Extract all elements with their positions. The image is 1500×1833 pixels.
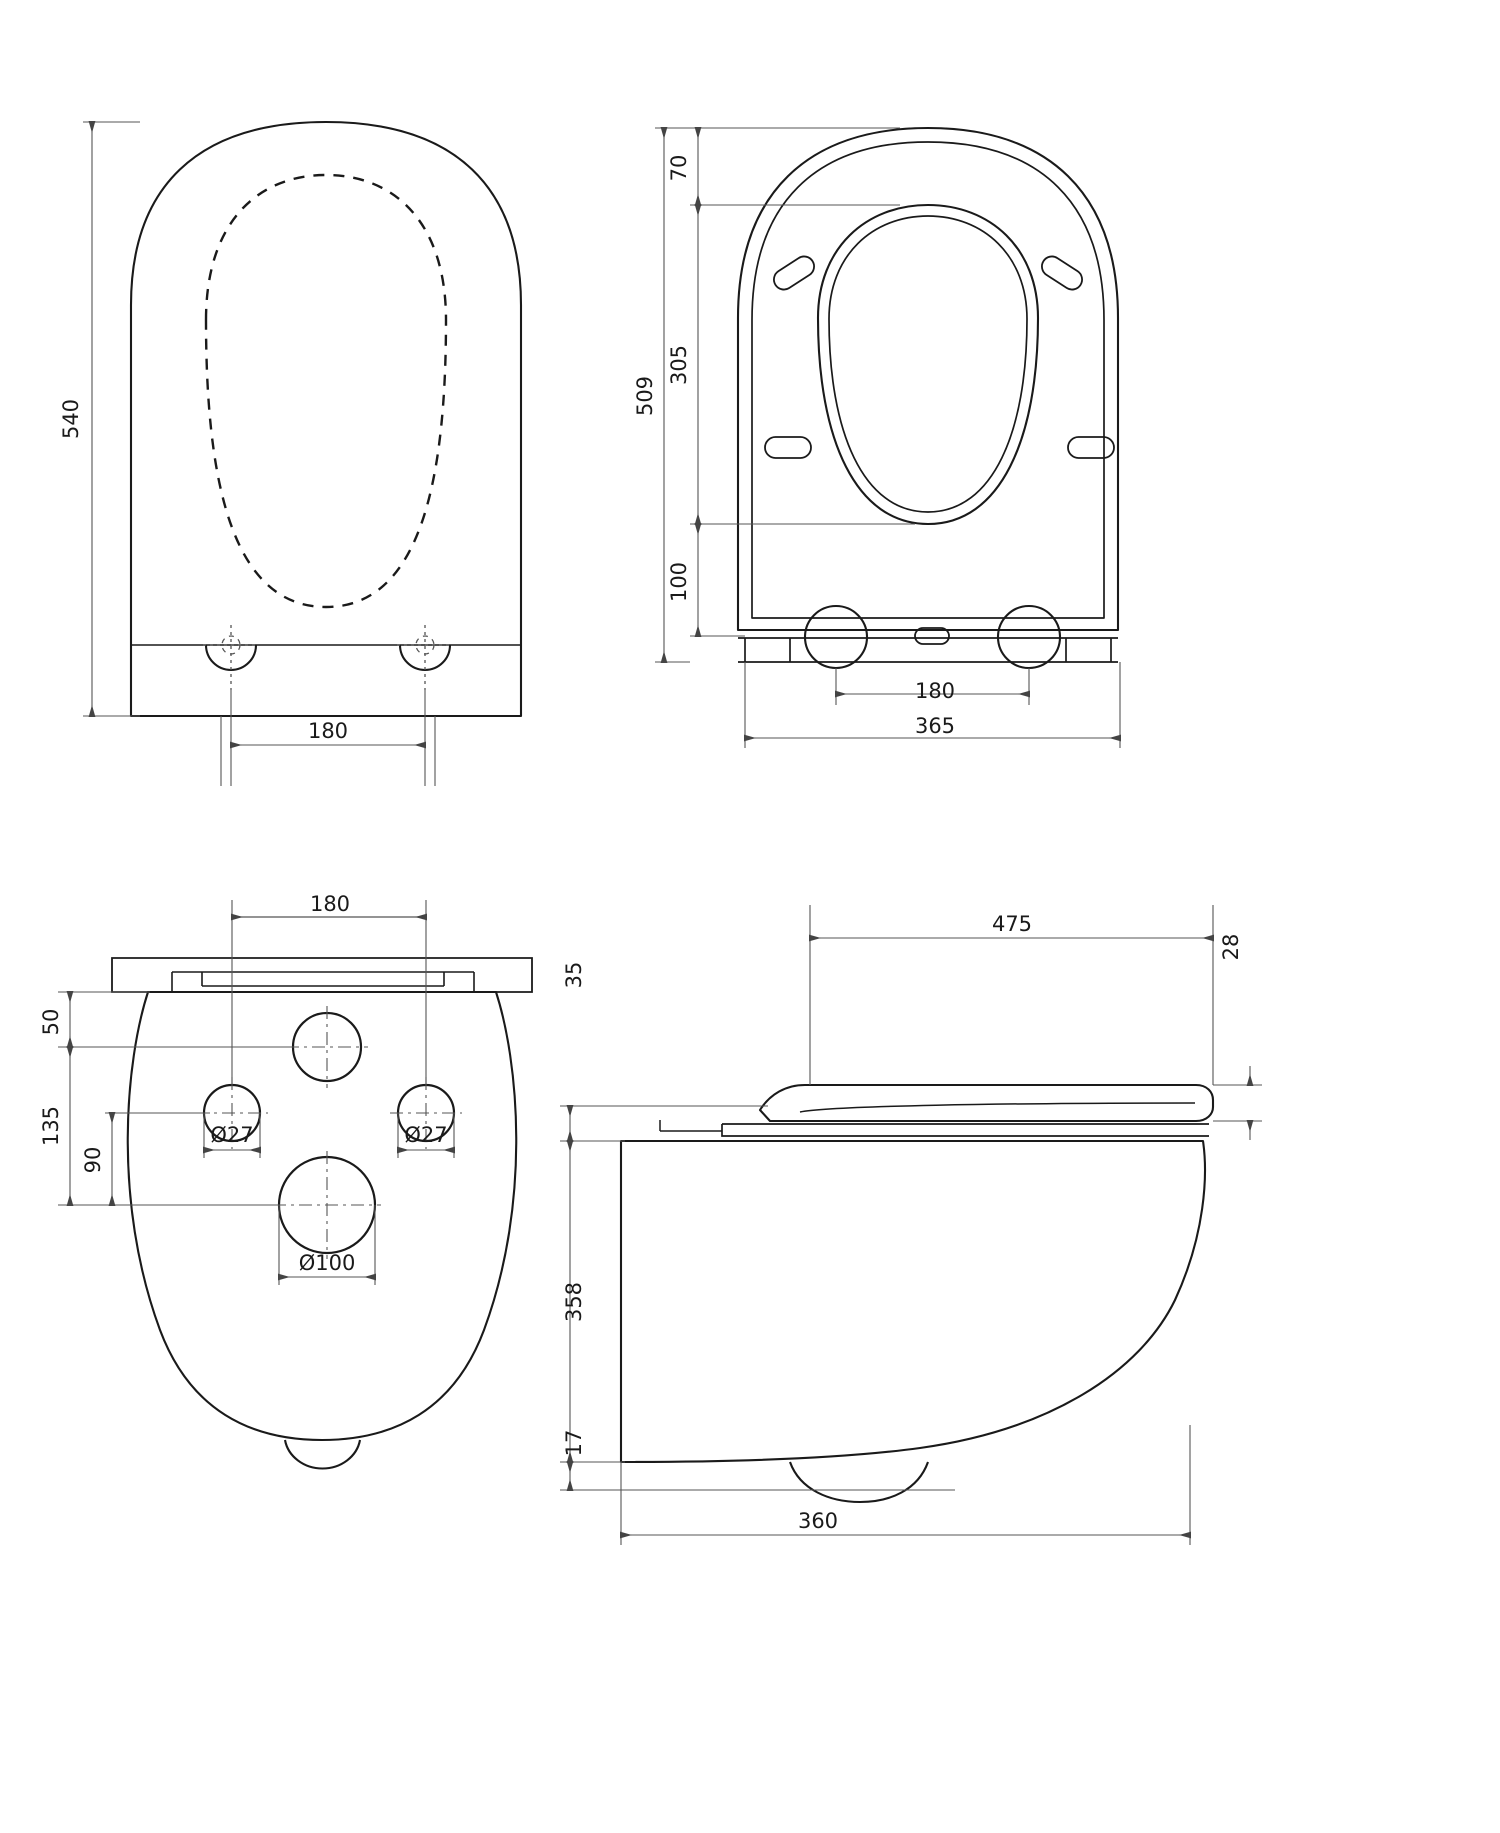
dim-509 (655, 127, 690, 663)
dim-17 (560, 1461, 955, 1491)
dim-label-358: 358 (562, 1282, 586, 1322)
dim-135 (58, 1046, 280, 1206)
dim-360 (620, 1425, 1191, 1545)
dim-label-100-vertical: 100 (667, 562, 691, 602)
dim-180-ring (835, 668, 1030, 705)
dim-90 (105, 1112, 210, 1206)
dim-label-180-seat: 180 (308, 719, 348, 743)
bumper-slot-bottom-left (764, 436, 812, 459)
dim-180-seat (230, 690, 426, 786)
pan-body-outline (126, 990, 518, 1442)
dim-28 (1213, 1066, 1262, 1140)
dim-label-360: 360 (798, 1509, 838, 1533)
centre-marks-front (196, 1006, 462, 1259)
seat-edge-band (111, 957, 533, 993)
seat-ring-side-left (721, 1124, 780, 1137)
dim-label-90: 90 (81, 1147, 105, 1174)
dim-475 (809, 905, 1214, 1085)
view-seat-plan-skirt (220, 716, 436, 786)
dim-label-180-bolts: 180 (310, 892, 350, 916)
dim-label-135: 135 (39, 1106, 63, 1146)
view-side-elevation (619, 1083, 1215, 1504)
seat-lid-inner-line (799, 1102, 1196, 1113)
bumper-slot-bottom-right (1067, 436, 1115, 459)
dim-label-365: 365 (915, 714, 955, 738)
hinge-centre-marks-left (203, 625, 259, 690)
dim-365 (744, 662, 1121, 748)
dim-label-28: 28 (1219, 934, 1243, 961)
seat-lid-side (758, 1083, 1215, 1123)
dim-540 (83, 121, 140, 717)
pan-side-bottom-boss (789, 1461, 929, 1504)
hinge-centre-marks-right (397, 625, 453, 690)
view-seat-ring (736, 126, 1120, 670)
dim-label-180-ring: 180 (915, 679, 955, 703)
seat-ring-outer-inner (751, 141, 1105, 619)
dim-label-540: 540 (59, 399, 83, 439)
view-seat-plan (129, 120, 523, 718)
dim-305 (690, 204, 915, 525)
seat-opening-inner (828, 215, 1028, 513)
dim-label-70: 70 (667, 155, 691, 182)
dim-label-dia100: Ø100 (299, 1251, 356, 1275)
dim-label-50: 50 (39, 1009, 63, 1036)
dim-100-vertical (690, 523, 745, 637)
dim-label-dia27-right: Ø27 (404, 1123, 447, 1147)
dim-180-bolts (231, 900, 427, 1085)
bumper-slot-top-left (773, 255, 815, 291)
dim-label-dia27-left: Ø27 (210, 1123, 253, 1147)
seat-hinge-bar (738, 629, 1118, 663)
dim-70 (673, 127, 900, 206)
pan-bottom-boss (283, 1439, 362, 1470)
seat-centre-stop (914, 627, 950, 645)
seat-opening-outer (816, 203, 1040, 526)
dim-label-17: 17 (562, 1430, 586, 1457)
seat-opening-dashed (204, 173, 448, 609)
dim-dia27-right (397, 1113, 455, 1158)
pan-body-side-outline (619, 1139, 1206, 1464)
seat-ring-outer (736, 126, 1120, 632)
dim-label-475: 475 (992, 912, 1032, 936)
dim-label-305: 305 (667, 345, 691, 385)
seat-bumper-slots (764, 255, 1115, 459)
dim-label-35: 35 (562, 962, 586, 989)
view-front-mounting (111, 957, 533, 1470)
bumper-slot-top-right (1041, 255, 1083, 291)
seat-lid-outline (129, 120, 523, 718)
dim-50 (58, 991, 290, 1048)
dim-label-509: 509 (633, 376, 657, 416)
dim-dia27-left (203, 1113, 261, 1158)
dim-dia100 (278, 1205, 376, 1285)
